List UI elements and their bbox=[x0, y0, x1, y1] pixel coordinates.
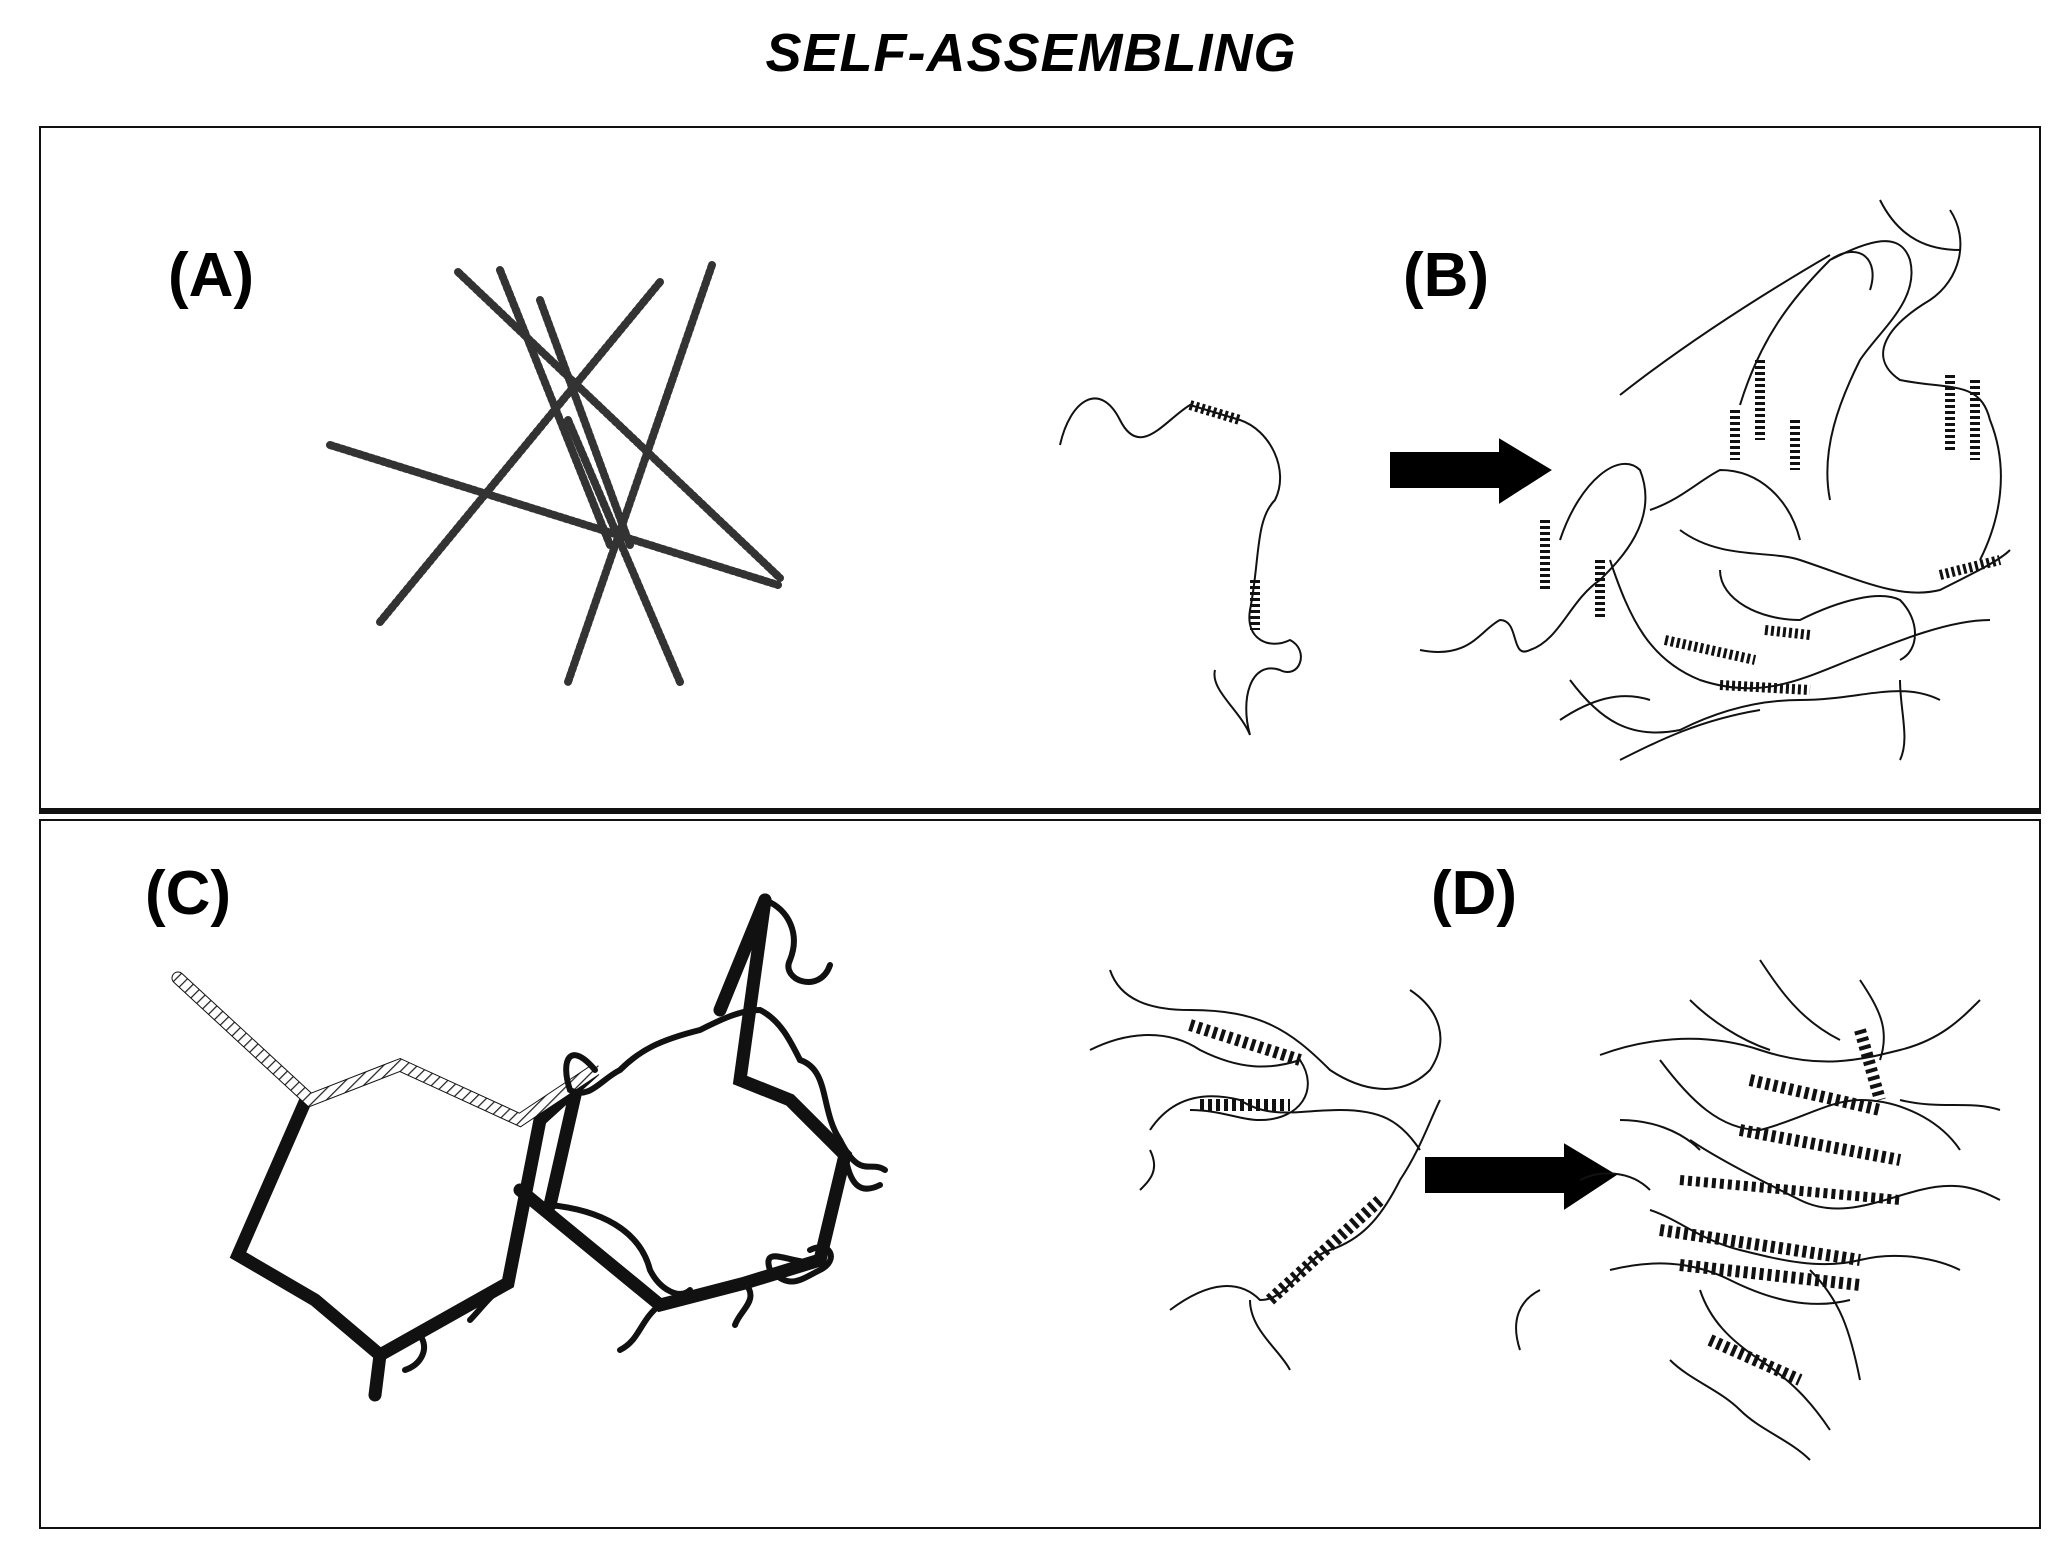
coil-1 bbox=[762, 897, 833, 985]
dense-assembly bbox=[1515, 959, 2001, 1461]
panel-d-bundle-assembly bbox=[1089, 959, 2001, 1461]
arrow-head-b bbox=[1499, 438, 1552, 504]
assembled-network bbox=[1419, 199, 2011, 761]
coil-3 bbox=[765, 1244, 834, 1285]
panel-frame-top bbox=[39, 126, 2041, 814]
hexagon-2 bbox=[513, 893, 853, 1313]
panel-label-c: (C) bbox=[145, 859, 232, 928]
rope-end-1 bbox=[368, 1348, 387, 1402]
peptide-chain bbox=[1059, 397, 1302, 736]
panel-label-b: (B) bbox=[1403, 241, 1490, 310]
coil-2 bbox=[563, 1006, 888, 1173]
panel-b-peptide-assembly bbox=[1059, 199, 2011, 761]
fiber-5 bbox=[326, 441, 782, 589]
rope-link bbox=[543, 1088, 582, 1212]
panel-frame-bottom bbox=[39, 819, 2041, 1529]
coil-6 bbox=[467, 1280, 511, 1323]
panel-label-a: (A) bbox=[168, 241, 255, 310]
panel-label-d: (D) bbox=[1431, 859, 1518, 928]
single-helix bbox=[1169, 1099, 1441, 1371]
bundle-pair bbox=[1089, 969, 1442, 1191]
coil-5 bbox=[402, 1332, 427, 1373]
fiber-4 bbox=[564, 261, 716, 686]
panel-divider bbox=[39, 808, 2039, 813]
rope-tail bbox=[713, 893, 772, 1017]
helix-segment-1 bbox=[1188, 400, 1242, 425]
fiber-7 bbox=[536, 296, 634, 549]
figure-title: SELF-ASSEMBLING bbox=[765, 23, 1297, 83]
panel-c-hexagonal-network bbox=[171, 893, 888, 1402]
panel-a-fiber-network bbox=[326, 261, 784, 686]
coil-4 bbox=[547, 1152, 883, 1353]
fiber-1 bbox=[454, 268, 784, 582]
fiber-6 bbox=[564, 416, 684, 686]
fiber-3 bbox=[376, 278, 664, 626]
